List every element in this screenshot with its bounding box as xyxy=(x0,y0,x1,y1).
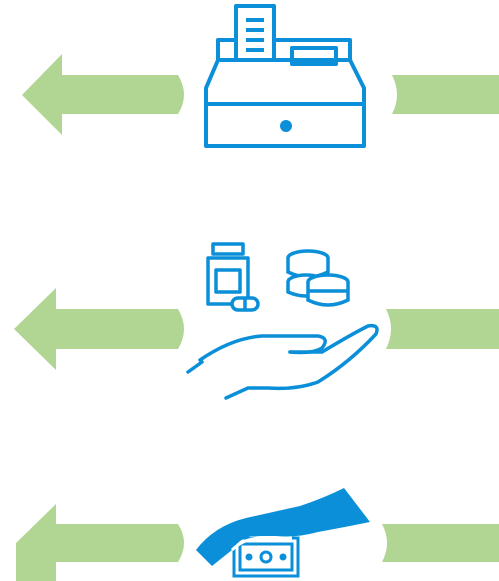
open-hand-icon xyxy=(186,323,379,400)
left-arrow-icon xyxy=(16,504,184,581)
left-arrow-icon xyxy=(14,288,184,370)
pill-bottle-icon xyxy=(206,242,260,312)
covering-hand-icon xyxy=(196,488,370,566)
right-arrow-tail xyxy=(382,524,499,562)
flow-row-cash-register xyxy=(0,0,499,160)
cash-register-icon xyxy=(204,4,366,148)
flow-row-payment-in-hand xyxy=(0,230,499,410)
banknote-icon xyxy=(232,536,300,578)
coin-stack-icon xyxy=(286,249,350,307)
right-arrow-tail xyxy=(386,309,499,349)
left-arrow-icon xyxy=(22,54,184,135)
right-arrow-tail xyxy=(392,75,499,114)
flow-row-hand-over-money xyxy=(0,470,499,581)
